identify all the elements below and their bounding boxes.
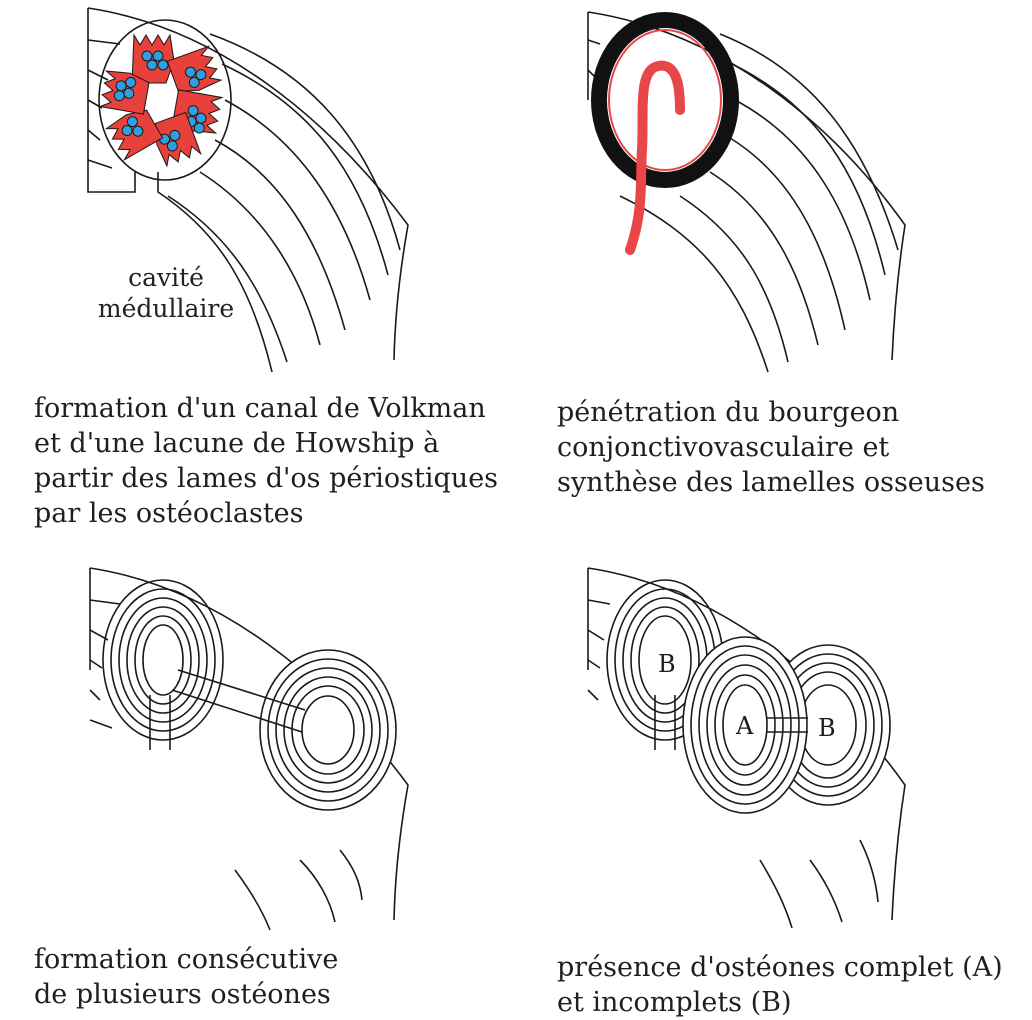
penetration-diagram [560,0,1030,380]
osteon-left [103,580,223,740]
osteon-right [260,650,396,810]
caption-complete: présence d'ostéones complet (A) et incom… [557,950,1027,1020]
complete-osteons-diagram: B A B [560,560,1030,930]
osteoclast-group [100,35,222,167]
caption-line: présence d'ostéones complet (A) [557,950,1027,985]
caption-volkman: formation d'un canal de Volkman et d'une… [34,391,524,531]
osteoid-layer [609,30,721,170]
caption-penetration: pénétration du bourgeon conjonctivovascu… [557,395,1027,500]
caption-line: et d'une lacune de Howship à [34,426,524,461]
caption-line: et incomplets (B) [557,985,1027,1020]
medullary-cavity-label: cavité médullaire [80,262,252,324]
vascular-bud [630,66,680,250]
caption-line: formation consécutive [34,942,494,977]
caption-line: formation d'un canal de Volkman [34,391,524,426]
label-complete: A [735,712,754,740]
caption-line: partir des lames d'os périostiques [34,461,524,496]
caption-line: de plusieurs ostéones [34,977,494,1012]
label-incomplete-right: B [818,714,836,742]
medullary-cavity-label-line: médullaire [80,293,252,324]
caption-successive: formation consécutive de plusieurs ostéo… [34,942,494,1012]
label-incomplete-left: B [658,650,676,678]
medullary-cavity-label-line: cavité [80,262,252,293]
volkman-canal-diagram [0,0,520,380]
caption-line: synthèse des lamelles osseuses [557,465,1027,500]
bone-rim [599,20,731,180]
caption-line: par les ostéoclastes [34,496,524,531]
caption-line: conjonctivovasculaire et [557,430,1027,465]
successive-osteons-diagram [0,560,520,930]
bone-lamellae [588,12,905,372]
caption-line: pénétration du bourgeon [557,395,1027,430]
